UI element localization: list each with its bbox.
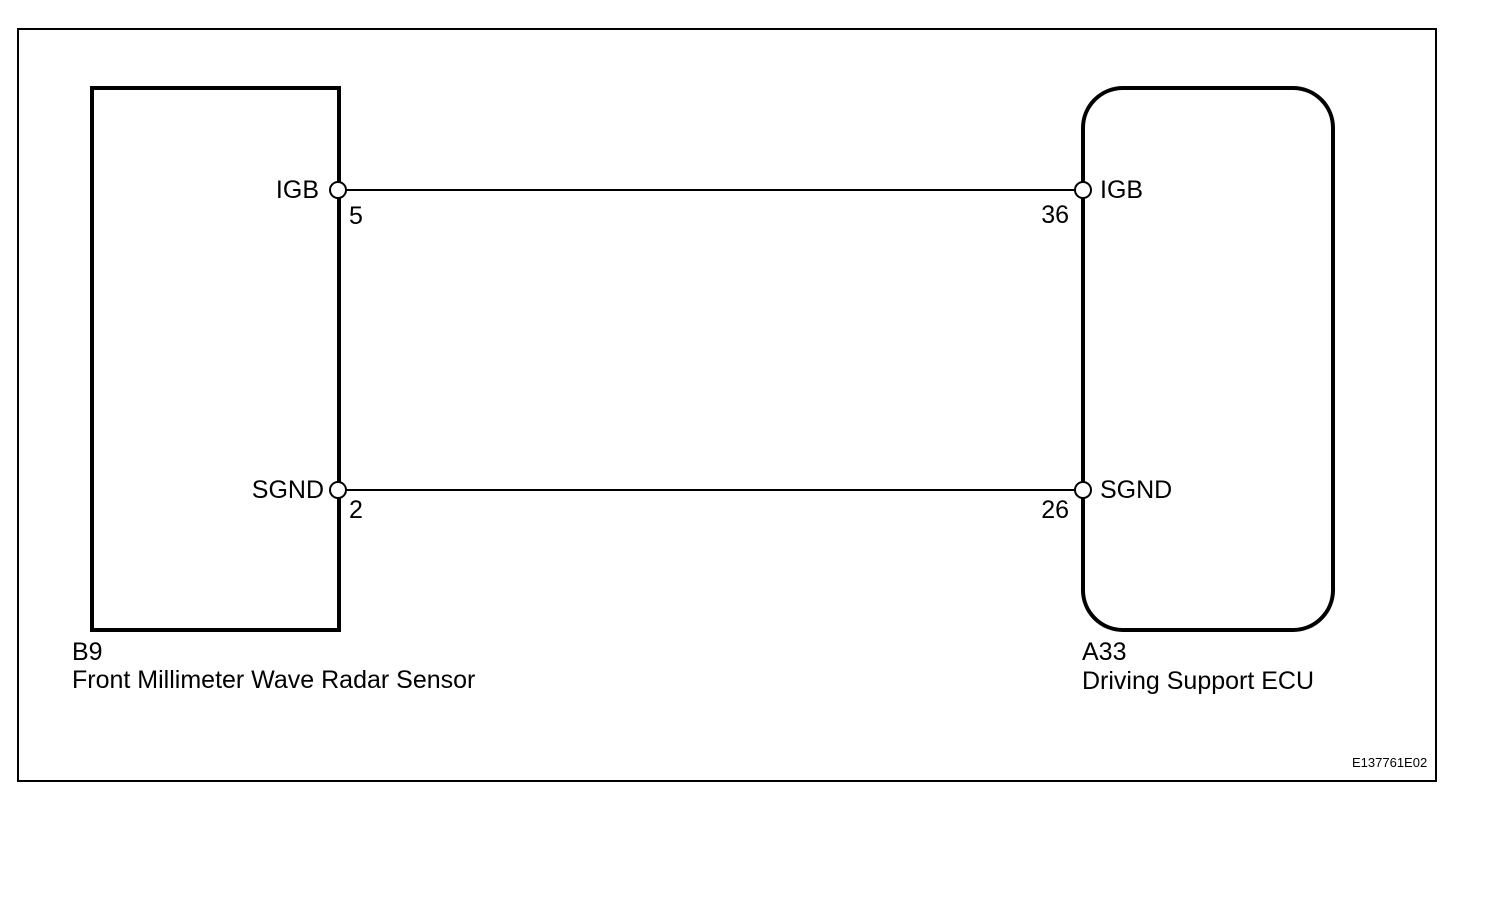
sensor-pin-sgnd-number: 2 [349, 496, 363, 524]
ecu-component-box [1081, 86, 1335, 632]
ecu-pin-sgnd-number: 26 [1041, 496, 1069, 524]
terminal-sensor-sgnd [329, 481, 347, 499]
ecu-component-code: A33 [1082, 638, 1127, 666]
sensor-component-code: B9 [72, 638, 103, 666]
figure-id: E137761E02 [1352, 755, 1428, 770]
diagram-frame [17, 28, 1437, 782]
sensor-pin-igb-number: 5 [349, 202, 363, 230]
sensor-pin-igb-signal: IGB [275, 176, 319, 204]
terminal-sensor-igb [329, 181, 347, 199]
sensor-pin-sgnd-signal: SGND [251, 476, 324, 504]
ecu-component-name: Driving Support ECU [1082, 667, 1315, 695]
terminal-ecu-igb [1074, 181, 1092, 199]
ecu-pin-sgnd-signal: SGND [1100, 476, 1173, 504]
sensor-component-name: Front Millimeter Wave Radar Sensor [72, 666, 476, 694]
ecu-pin-igb-signal: IGB [1100, 176, 1144, 204]
sensor-component-box [90, 86, 341, 632]
ecu-pin-igb-number: 36 [1041, 201, 1069, 229]
terminal-ecu-sgnd [1074, 481, 1092, 499]
